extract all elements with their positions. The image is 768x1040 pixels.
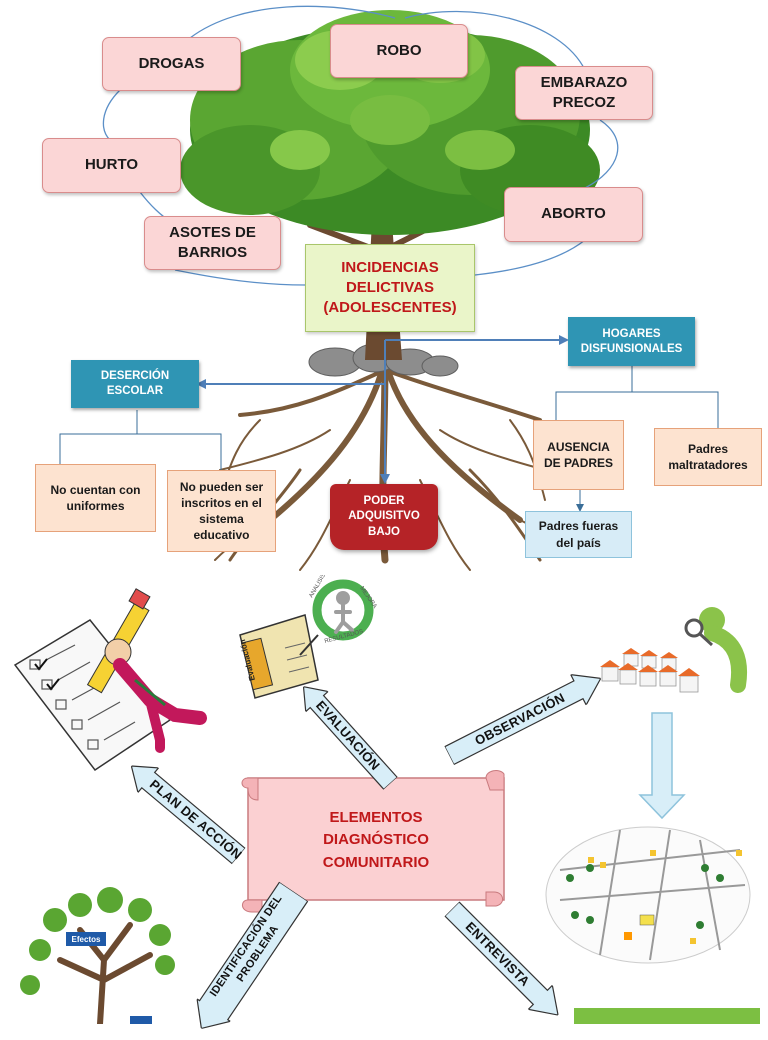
plan-arrow: PLAN DE ACCIÓN [121,754,249,869]
poder-label: PODER ADQUISITVO BAJO [348,494,420,538]
hogares-box: HOGARES DISFUNSIONALES [568,317,695,366]
evaluation-notebook-illustration: Evaluación [238,614,319,699]
evaluacion-arrow: EVALUACIÓN [292,677,401,794]
cycle-logo-illustration: ANALISIS MEJORA RESULTADOS [309,575,378,645]
incidencias-box: INCIDENCIAS DELICTIVAS (ADOLESCENTES) [305,244,475,332]
maltratadores-box: Padres maltratadores [654,428,762,486]
tree-sign-text: Efectos [72,935,101,944]
diagnostic-illustrations: Evaluación ANALISIS MEJORA RESULTADOS [13,575,760,1024]
identificacion-arrow: IDENTIFICACIÓN DEL PROBLEMA [185,880,310,1039]
drogas-box: DROGAS [102,37,241,91]
inscritos-label: No pueden ser inscritos en el sistema ed… [179,479,264,543]
desercion-box: DESERCIÓN ESCOLAR [71,360,199,408]
maltratadores-label: Padres maltratadores [668,441,748,472]
entrevista-arrow-shape [444,901,559,1016]
aborto-box: ABORTO [504,187,643,242]
drogas-label: DROGAS [138,54,205,72]
hurto-label: HURTO [84,156,139,174]
evaluacion-arrow-shape [302,685,399,791]
ausencia-label: AUSENCIA DE PADRES [543,439,614,470]
uniformes-label: No cuentan con uniformes [50,482,141,513]
aborto-label: ABORTO [541,205,606,223]
identificacion-arrow-shape [196,881,309,1030]
incidencias-label: INCIDENCIAS DELICTIVAS (ADOLESCENTES) [323,258,457,317]
inscritos-box: No pueden ser inscritos en el sistema ed… [167,470,276,552]
robo-label: ROBO [376,41,422,59]
asotes-label: ASOTES DE BARRIOS [169,223,256,261]
central-scroll-shape [241,770,505,913]
checklist-illustration [13,588,207,772]
diagnostic-center-label: ELEMENTOS DIAGNÓSTICO COMUNITARIO [322,808,430,871]
ausencia-box: AUSENCIA DE PADRES [533,420,624,490]
entrevista-arrow: ENTREVISTA [440,897,570,1027]
diagnostic-center-box: ELEMENTOS DIAGNÓSTICO COMUNITARIO [258,788,494,893]
map-illustration [545,826,751,964]
uniformes-box: No cuentan con uniformes [35,464,156,532]
down-arrow-shape [638,712,686,820]
hurto-box: HURTO [42,138,181,193]
poder-box: PODER ADQUISITVO BAJO [330,484,438,550]
padres-fuera-box: Padres fueras del país [525,511,632,558]
embarazo-label: EMBARAZO PRECOZ [540,73,628,111]
houses-inspector-illustration [600,607,747,693]
padres-fuera-label: Padres fueras del país [538,519,619,550]
desercion-label: DESERCIÓN ESCOLAR [100,370,170,397]
hogares-label: HOGARES DISFUNSIONALES [580,327,683,355]
observacion-arrow: OBSERVACIÓN [442,663,609,770]
asotes-box: ASOTES DE BARRIOS [144,216,281,270]
effects-tree-illustration: Efectos [20,887,175,1024]
embarazo-box: EMBARAZO PRECOZ [515,66,653,120]
observacion-arrow-shape [443,673,602,766]
robo-box: ROBO [330,24,468,78]
plan-arrow-shape [130,765,246,865]
